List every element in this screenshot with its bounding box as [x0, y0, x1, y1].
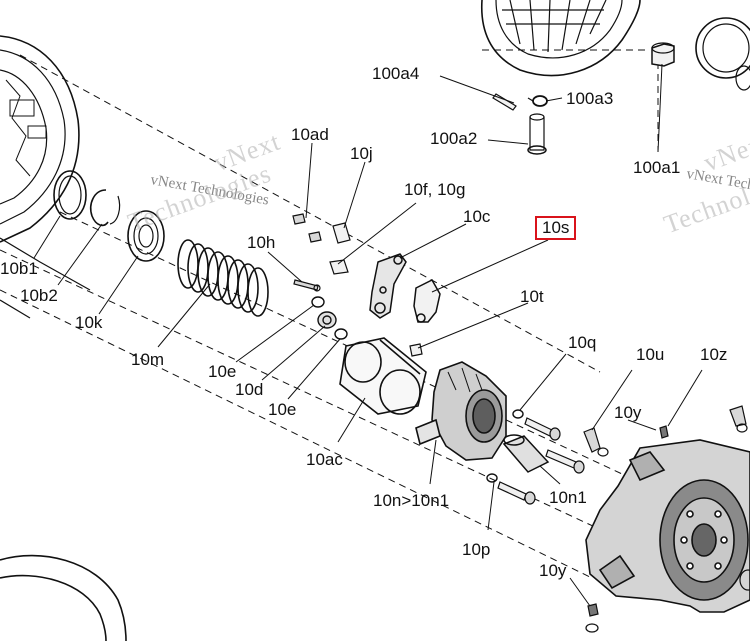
screw-10z — [729, 405, 748, 433]
washer-10k — [127, 210, 165, 262]
bushing-10n1 — [502, 434, 550, 473]
bottom-right-ring — [739, 569, 750, 591]
weight-10s — [413, 279, 441, 323]
bottom-left-pulley — [0, 554, 127, 641]
label-10j: 10j — [350, 144, 373, 163]
driven-pulley — [480, 0, 641, 77]
label-10h: 10h — [247, 233, 276, 252]
circlip-10b1 — [53, 170, 87, 220]
label-10d: 10d — [235, 380, 264, 399]
bolt-10n1 — [545, 449, 585, 474]
label-10u: 10u — [636, 345, 665, 364]
bolt-10h — [293, 279, 321, 292]
label-10y-bottom: 10y — [539, 561, 567, 580]
fixed-pulley-assembly — [585, 439, 750, 613]
label-100a2: 100a2 — [430, 129, 478, 148]
bolt-10q — [524, 417, 561, 441]
label-10m: 10m — [131, 350, 165, 369]
label-10s-highlighted[interactable]: 10s — [535, 216, 577, 240]
pin-10j — [332, 222, 351, 244]
label-10t: 10t — [520, 287, 544, 306]
shaft-100a2 — [527, 113, 547, 155]
screw-10u — [583, 427, 609, 457]
label-10ad: 10ad — [291, 125, 329, 144]
pin-10t — [409, 343, 423, 357]
bushing-100a1 — [651, 42, 675, 67]
left-cover-housing — [0, 35, 91, 319]
sleeve-10ac — [339, 337, 427, 415]
circlip-10b2 — [90, 189, 121, 227]
label-10b1: 10b1 — [0, 259, 38, 278]
label-10q: 10q — [568, 333, 597, 352]
label-10n1: 10n1 — [549, 488, 587, 507]
bolt-10p — [497, 481, 536, 505]
washer-10p — [486, 473, 498, 483]
label-10p: 10p — [462, 540, 491, 559]
label-10n-10n1: 10n>10n1 — [373, 491, 450, 510]
pin-100a4 — [492, 93, 517, 111]
screws-10ad — [292, 213, 322, 243]
label-10c: 10c — [463, 207, 491, 226]
washer-10q — [512, 409, 524, 419]
label-100a3: 100a3 — [566, 89, 614, 108]
leader-lines — [33, 63, 703, 607]
label-10z: 10z — [700, 345, 728, 364]
label-10y-top: 10y — [614, 403, 642, 422]
washer-10e-bottom — [334, 328, 348, 340]
washer-bottom — [585, 623, 599, 633]
pin-10f-10g — [329, 259, 349, 275]
clip-100a3 — [527, 95, 548, 107]
label-10f-10g: 10f, 10g — [404, 180, 466, 199]
label-10b2: 10b2 — [20, 286, 58, 305]
label-10k: 10k — [75, 313, 103, 332]
label-10e-bottom: 10e — [268, 400, 297, 419]
lever-10c — [369, 253, 407, 319]
top-right-rings — [695, 17, 750, 91]
spring-10y-top — [659, 425, 669, 439]
spring-10m — [177, 239, 269, 317]
roller-10d — [317, 311, 337, 329]
washer-10e-top — [311, 296, 325, 308]
housing-10n — [415, 361, 507, 461]
label-10e-top: 10e — [208, 362, 237, 381]
label-10ac: 10ac — [306, 450, 343, 469]
spring-10y-bottom — [587, 603, 599, 617]
label-100a1: 100a1 — [633, 158, 681, 177]
label-100a4: 100a4 — [372, 64, 420, 83]
